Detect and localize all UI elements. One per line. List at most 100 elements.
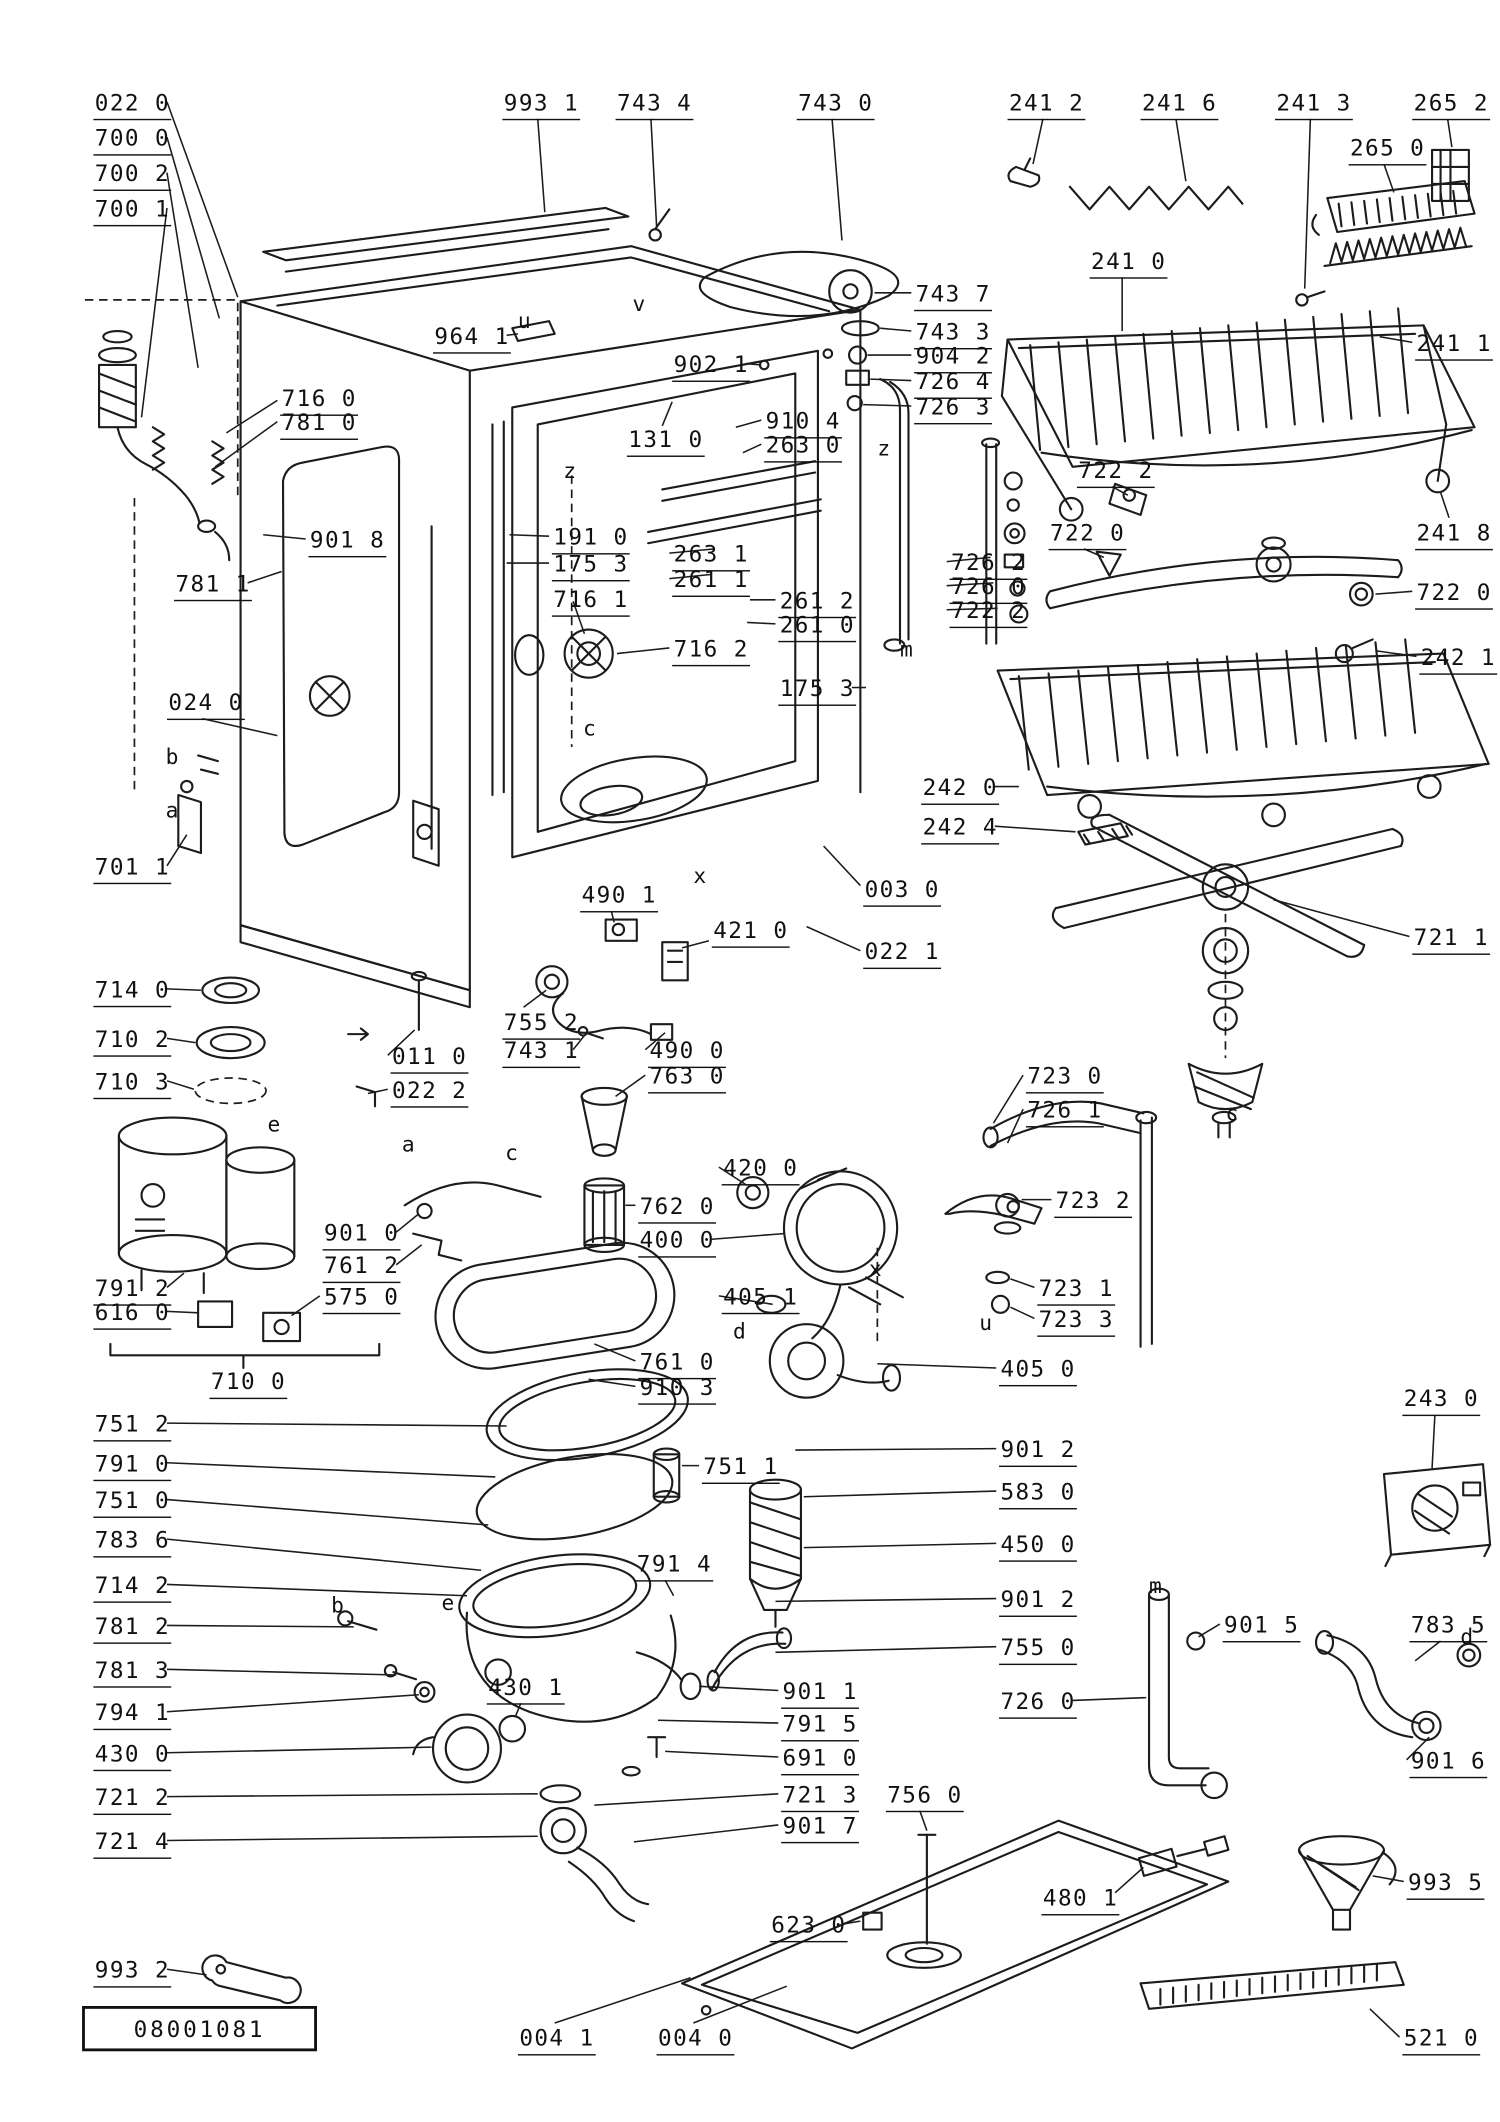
part-label: 024 0 <box>166 690 246 720</box>
leader-line <box>1114 1866 1144 1894</box>
part-label: 420 0 <box>721 1156 800 1185</box>
part-label: 261 1 <box>672 567 751 597</box>
detergent-dispenser <box>1382 1463 1492 1568</box>
part-label: 714 2 <box>93 1573 172 1603</box>
leader-line <box>664 1579 675 1597</box>
part-label: 700 2 <box>93 161 172 191</box>
part-label: 263 1 <box>672 542 751 571</box>
leader-line <box>1414 1640 1442 1662</box>
part-label: 521 0 <box>1402 2026 1481 2055</box>
part-label: 242 0 <box>921 775 1000 805</box>
reference-letter: z <box>563 458 576 484</box>
part-label: 964 1 <box>433 324 512 354</box>
part-label: 265 2 <box>1412 90 1491 120</box>
part-label: 003 0 <box>863 877 942 907</box>
part-label: 783 6 <box>93 1528 172 1557</box>
leader-line <box>992 1074 1024 1124</box>
leader-line <box>166 1272 185 1288</box>
reference-letter: m <box>899 636 913 663</box>
part-label: 726 4 <box>914 369 993 399</box>
reference-letter: m <box>1149 1573 1162 1599</box>
leader-line <box>509 533 550 537</box>
part-label: 450 0 <box>999 1532 1078 1562</box>
condenser-plate <box>698 250 900 318</box>
leader-line <box>166 1310 199 1314</box>
part-label: 901 7 <box>781 1813 860 1843</box>
leader-line <box>669 573 712 580</box>
inlet-hose-assembly <box>97 329 231 855</box>
leader-line <box>166 137 221 319</box>
part-label: 901 2 <box>999 1587 1078 1617</box>
part-label: 004 1 <box>517 2026 596 2055</box>
toe-kick-strip <box>1139 1961 1405 2010</box>
part-label: 701 1 <box>93 854 172 884</box>
part-label: 726 3 <box>914 395 993 424</box>
leader-line <box>1446 118 1453 148</box>
reference-letter: e <box>267 1111 281 1138</box>
part-label: 241 8 <box>1415 520 1494 550</box>
reference-letter: x <box>868 1256 882 1282</box>
part-label: 022 1 <box>863 939 942 969</box>
leader-line <box>387 1029 416 1056</box>
leader-line <box>395 1244 423 1266</box>
part-label: 761 2 <box>322 1253 401 1283</box>
part-label: 261 0 <box>778 612 857 642</box>
leader-line <box>1372 1875 1404 1883</box>
part-label: 756 0 <box>885 1782 964 1812</box>
part-label: 723 3 <box>1037 1307 1116 1337</box>
fill-funnel <box>580 1086 628 1254</box>
part-label: 242 1 <box>1419 645 1498 675</box>
part-label: 726 0 <box>999 1689 1078 1719</box>
rack-wires <box>1007 157 1244 211</box>
part-label: 480 1 <box>1041 1886 1120 1915</box>
part-label: 716 0 <box>280 386 359 416</box>
leader-line <box>166 1538 482 1572</box>
upper-rack <box>1000 307 1476 522</box>
part-label: 405 1 <box>721 1284 800 1314</box>
part-label: 263 0 <box>764 433 843 463</box>
part-label: 421 0 <box>711 918 790 948</box>
part-label: 400 0 <box>638 1228 717 1258</box>
leader-line <box>669 548 715 554</box>
part-label: 241 0 <box>1089 249 1168 279</box>
leader-line <box>775 1645 997 1654</box>
part-label: 722 0 <box>1415 580 1494 610</box>
base-panel <box>681 1819 1230 2050</box>
part-label: 710 3 <box>93 1069 172 1099</box>
leader-line <box>831 118 843 241</box>
leader-line <box>775 1597 997 1603</box>
leader-line <box>225 399 278 434</box>
leader-line <box>994 825 1076 833</box>
leader-line <box>1273 898 1410 938</box>
reference-letter: u <box>979 1309 993 1336</box>
part-label: 910 4 <box>764 409 843 438</box>
part-label: 726 0 <box>949 574 1028 604</box>
part-label: 700 1 <box>93 196 172 226</box>
part-label: 241 2 <box>1007 90 1086 120</box>
leader-line <box>946 556 991 563</box>
part-label: 791 0 <box>93 1451 172 1481</box>
leader-line <box>803 1490 997 1498</box>
part-label: 022 0 <box>93 90 172 120</box>
part-label: 710 0 <box>209 1369 288 1399</box>
leader-line <box>665 1750 779 1758</box>
part-label: 726 1 <box>1025 1098 1105 1127</box>
leader-line <box>214 420 278 468</box>
leader-line <box>140 207 168 418</box>
leader-line <box>1439 492 1450 519</box>
part-label: 761 0 <box>638 1349 717 1379</box>
part-label: 901 5 <box>1222 1613 1301 1642</box>
leader-line <box>594 1343 636 1362</box>
part-label: 721 1 <box>1412 925 1491 955</box>
part-label: 743 1 <box>502 1038 581 1068</box>
part-label: 575 0 <box>322 1284 401 1314</box>
part-label: 781 3 <box>93 1658 172 1688</box>
leader-line <box>1083 548 1105 559</box>
part-label: 430 0 <box>93 1741 172 1771</box>
part-label: 791 4 <box>635 1552 714 1582</box>
part-label: 723 2 <box>1054 1188 1133 1218</box>
reference-letter: z <box>877 435 891 462</box>
reference-letter: c <box>583 715 596 742</box>
